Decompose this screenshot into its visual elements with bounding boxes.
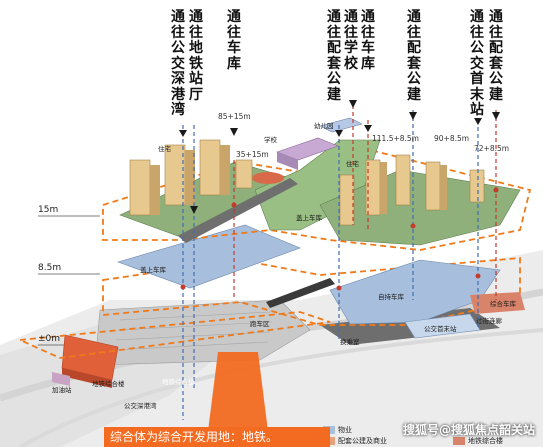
- callout-bus-bay: 通往公交深港湾: [171, 9, 185, 118]
- fuel-label: 加油站: [52, 386, 72, 394]
- running-track: [252, 172, 284, 184]
- legend-swatch-metro: [453, 437, 465, 445]
- level-ticks: [38, 215, 100, 346]
- podium-left-edge: [178, 178, 298, 243]
- residential-right-label: 住宅: [346, 160, 359, 168]
- school-building: [276, 137, 339, 161]
- kindergarten-building: [319, 117, 363, 133]
- garage-left-plan: [117, 224, 301, 289]
- retail-block: [470, 292, 525, 314]
- legend-metro: 地铁综合楼: [468, 437, 503, 445]
- residential-left-label: 住宅: [158, 145, 171, 153]
- level-85m-label: 8.5m: [38, 263, 62, 273]
- level-0m-label: ±0m: [38, 334, 61, 344]
- legend-property: 物业: [338, 426, 352, 434]
- connector-dots: [180, 187, 499, 291]
- parking-stripes: [113, 311, 273, 351]
- school-label: 学校: [264, 136, 277, 144]
- garage-right-label: 自持车库: [378, 293, 404, 301]
- ramp-road: [266, 278, 335, 308]
- kindergarten-label: 幼儿园: [314, 122, 334, 130]
- towers-left: [129, 139, 253, 216]
- metro-complex-label: 地铁综合楼: [92, 380, 125, 388]
- callout-metro-hall: 通往地铁站厅: [189, 9, 203, 103]
- shenzhen-bay-label: 公交深港湾: [124, 402, 157, 410]
- metro-complex-side: [62, 368, 112, 388]
- callout-school: 通往学校: [344, 9, 358, 72]
- callout-bus-terminal: 通往公交首末站: [470, 9, 484, 118]
- watermark: 搜狐号@搜狐焦点韶关站: [402, 423, 535, 437]
- dimension-2: 35+15m: [236, 150, 269, 159]
- dimension-1: 85+15m: [218, 112, 251, 121]
- towers-right: [339, 154, 485, 226]
- small-pink-block: [52, 372, 70, 386]
- garage-left-label: 盖上车库: [140, 266, 166, 274]
- orange-pointer: [206, 352, 270, 447]
- depot-label: 跑车区: [250, 320, 270, 328]
- callout-garage-left: 通往车库: [227, 9, 241, 72]
- metro-entry-label: 地铁综合楼: [162, 378, 195, 386]
- school-side: [277, 152, 298, 170]
- bus-terminal-label: 公交首末站: [424, 325, 457, 333]
- dimension-3: 111.5+8.5m: [372, 134, 419, 143]
- callout-facilities-a: 通往配套公建: [327, 9, 341, 103]
- level-15m-label: 15m: [38, 205, 59, 215]
- bus-terminal-plan: [404, 313, 481, 339]
- callout-facilities-c: 通往配套公建: [489, 9, 503, 103]
- connector-lines: [182, 105, 497, 420]
- legend-facilities: 配套公建及商业: [338, 437, 387, 445]
- level-15-plane: [102, 149, 532, 251]
- level-0-plane: [16, 311, 331, 359]
- property-label: 综合车库: [490, 300, 516, 308]
- deck-garage-label: 盖上车库: [296, 214, 322, 222]
- callout-garage-right: 通往车库: [361, 9, 375, 72]
- dimension-4: 90+8.5m: [434, 134, 470, 143]
- transfer-label: 换乘室: [340, 338, 360, 346]
- dimension-5: 72+8.5m: [474, 144, 510, 153]
- bridge-label: 过街连廊: [476, 317, 502, 325]
- callout-facilities-b: 通往配套公建: [407, 9, 421, 103]
- bottom-banner: 综合体为综合开发用地：地铁。: [104, 427, 330, 447]
- arrow-heads: [179, 100, 500, 214]
